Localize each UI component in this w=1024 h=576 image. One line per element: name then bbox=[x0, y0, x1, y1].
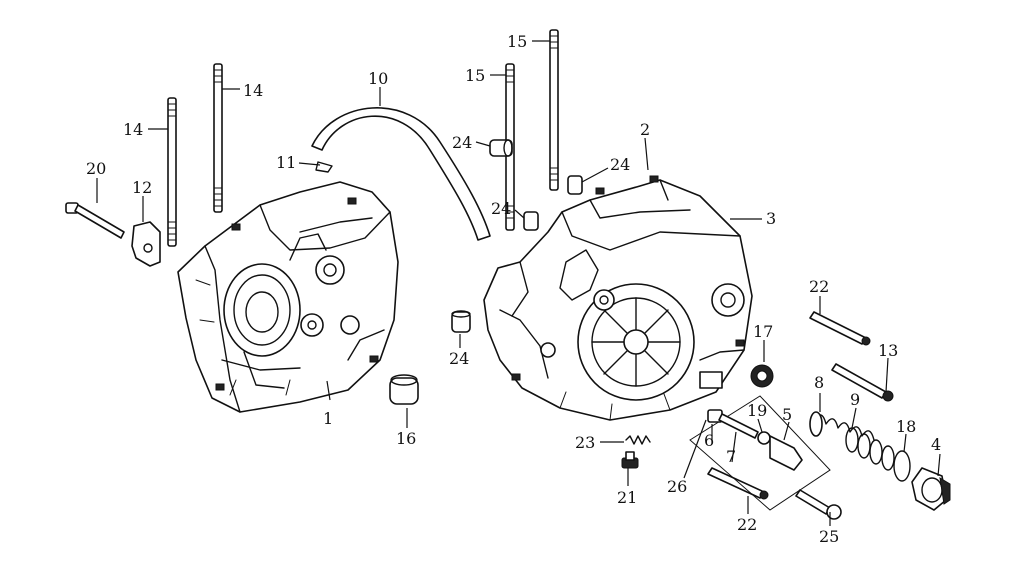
callout-24b: 24 bbox=[610, 155, 630, 174]
breather-hose bbox=[311, 107, 491, 241]
dowel-pin-4 bbox=[451, 310, 471, 333]
callout-19: 19 bbox=[747, 401, 767, 420]
callout-9: 9 bbox=[850, 390, 860, 409]
cap-4 bbox=[911, 467, 951, 511]
callout-18: 18 bbox=[896, 417, 916, 436]
callout-12: 12 bbox=[132, 178, 152, 197]
dowel-pin-3 bbox=[523, 211, 539, 231]
right-crankcase-half bbox=[483, 175, 753, 421]
callout-14b: 14 bbox=[243, 81, 263, 100]
callout-24c: 24 bbox=[491, 199, 511, 218]
bolt-20 bbox=[65, 202, 125, 239]
part-19 bbox=[757, 431, 771, 445]
callout-10: 10 bbox=[368, 69, 388, 88]
spring-23 bbox=[625, 435, 651, 445]
stud-left-2 bbox=[213, 63, 223, 213]
o-ring-9 bbox=[845, 427, 895, 471]
callout-25: 25 bbox=[819, 527, 839, 546]
callout-labels: 1 2 3 4 5 6 7 8 9 10 11 12 13 14 14 15 1… bbox=[86, 32, 941, 546]
callout-3: 3 bbox=[766, 209, 776, 228]
callout-2: 2 bbox=[640, 120, 650, 139]
callout-23: 23 bbox=[575, 433, 595, 452]
leader-lines bbox=[96, 40, 941, 526]
bracket-hole bbox=[143, 243, 153, 253]
o-ring-18 bbox=[893, 450, 911, 482]
callout-17: 17 bbox=[753, 322, 773, 341]
callout-24a: 24 bbox=[452, 133, 472, 152]
callout-4: 4 bbox=[931, 435, 941, 454]
callout-20: 20 bbox=[86, 159, 106, 178]
callout-16: 16 bbox=[396, 429, 416, 448]
callout-8: 8 bbox=[814, 373, 824, 392]
callout-5: 5 bbox=[782, 405, 792, 424]
dowel-pin-2 bbox=[567, 175, 583, 195]
stud-left-1 bbox=[167, 97, 177, 247]
dowel-pin-1 bbox=[489, 139, 513, 157]
callout-13: 13 bbox=[878, 341, 898, 360]
plug-21 bbox=[621, 451, 639, 469]
long-bolt-22-upper bbox=[809, 311, 871, 346]
callout-6: 6 bbox=[704, 431, 714, 450]
bushing-16 bbox=[389, 374, 419, 405]
part-5 bbox=[769, 435, 803, 471]
shift-assembly-group bbox=[689, 395, 831, 511]
callout-21: 21 bbox=[617, 488, 637, 507]
spring-8-end bbox=[809, 411, 823, 437]
callout-14a: 14 bbox=[123, 120, 143, 139]
callout-26: 26 bbox=[667, 477, 687, 496]
bolt-13 bbox=[831, 363, 894, 402]
callout-22a: 22 bbox=[809, 277, 829, 296]
callout-22b: 22 bbox=[737, 515, 757, 534]
hose-clip bbox=[315, 161, 333, 173]
callout-24d: 24 bbox=[449, 349, 469, 368]
callout-7: 7 bbox=[726, 447, 736, 466]
callout-15b: 15 bbox=[507, 32, 527, 51]
part-7 bbox=[718, 413, 759, 439]
callout-1: 1 bbox=[323, 409, 333, 428]
callout-11: 11 bbox=[276, 153, 296, 172]
long-bolt-22-lower bbox=[707, 467, 769, 500]
bolt-25 bbox=[795, 489, 842, 520]
callout-15a: 15 bbox=[465, 66, 485, 85]
stud-right-2 bbox=[549, 29, 559, 191]
left-crankcase-half bbox=[177, 181, 399, 413]
spring-8 bbox=[813, 414, 875, 441]
oil-seal-17 bbox=[750, 364, 774, 388]
